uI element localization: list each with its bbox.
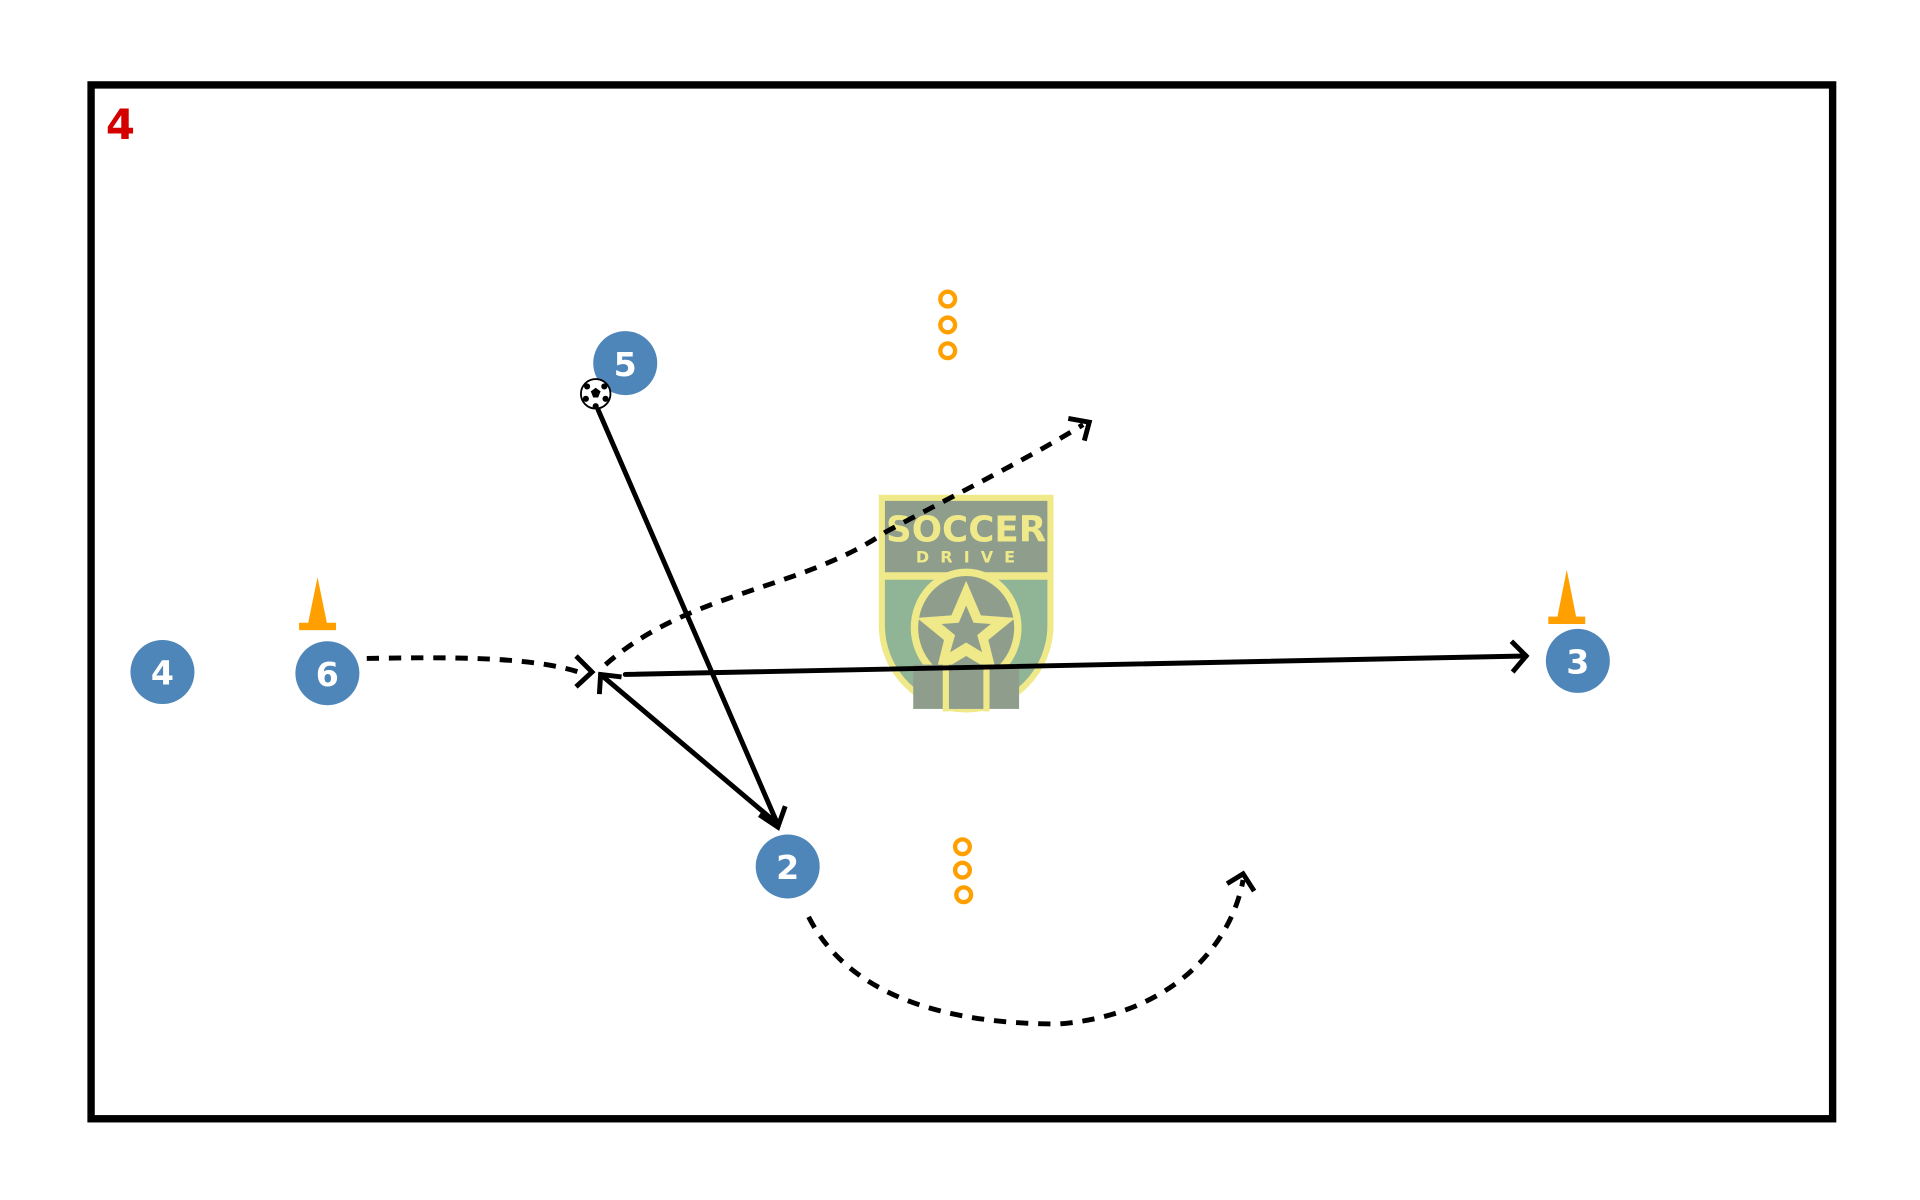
run-arrowhead-top [1067,416,1093,442]
run-arrowhead-6 [574,654,596,689]
run-arrowhead-2 [1225,870,1257,893]
svg-text:DRIVE: DRIVE [916,547,1026,566]
pass-x-to-3 [622,653,1529,677]
svg-text:SOCCER: SOCCER [886,510,1046,551]
player-2[interactable]: 2 [755,834,820,899]
svg-text:2: 2 [776,848,799,887]
soccer-drive-logo: SOCCER DRIVE [878,494,1054,713]
cone-right [1548,569,1586,624]
pass-arrowhead-3 [1509,639,1530,674]
player-6[interactable]: 6 [295,641,360,706]
marker-dots-bottom [952,837,974,905]
player-5[interactable]: 5 [593,331,658,396]
player-3[interactable]: 3 [1545,628,1610,693]
pass-arrowhead-x [596,671,622,695]
run-path-6 [366,655,580,675]
svg-text:3: 3 [1566,643,1589,682]
run-path-x-to-top [603,422,1085,667]
cone-left [299,577,336,631]
soccer-ball-icon[interactable] [580,378,612,410]
marker-dots-top [938,289,958,361]
svg-text:6: 6 [316,655,339,694]
pass-5-to-2 [595,407,781,828]
diagram-number: 4 [106,100,135,149]
pass-2-to-x [598,672,778,825]
svg-text:5: 5 [614,345,637,384]
player-4[interactable]: 4 [130,640,195,704]
run-path-2 [806,879,1246,1027]
svg-text:4: 4 [151,654,174,693]
pass-arrowhead-2 [758,805,788,831]
